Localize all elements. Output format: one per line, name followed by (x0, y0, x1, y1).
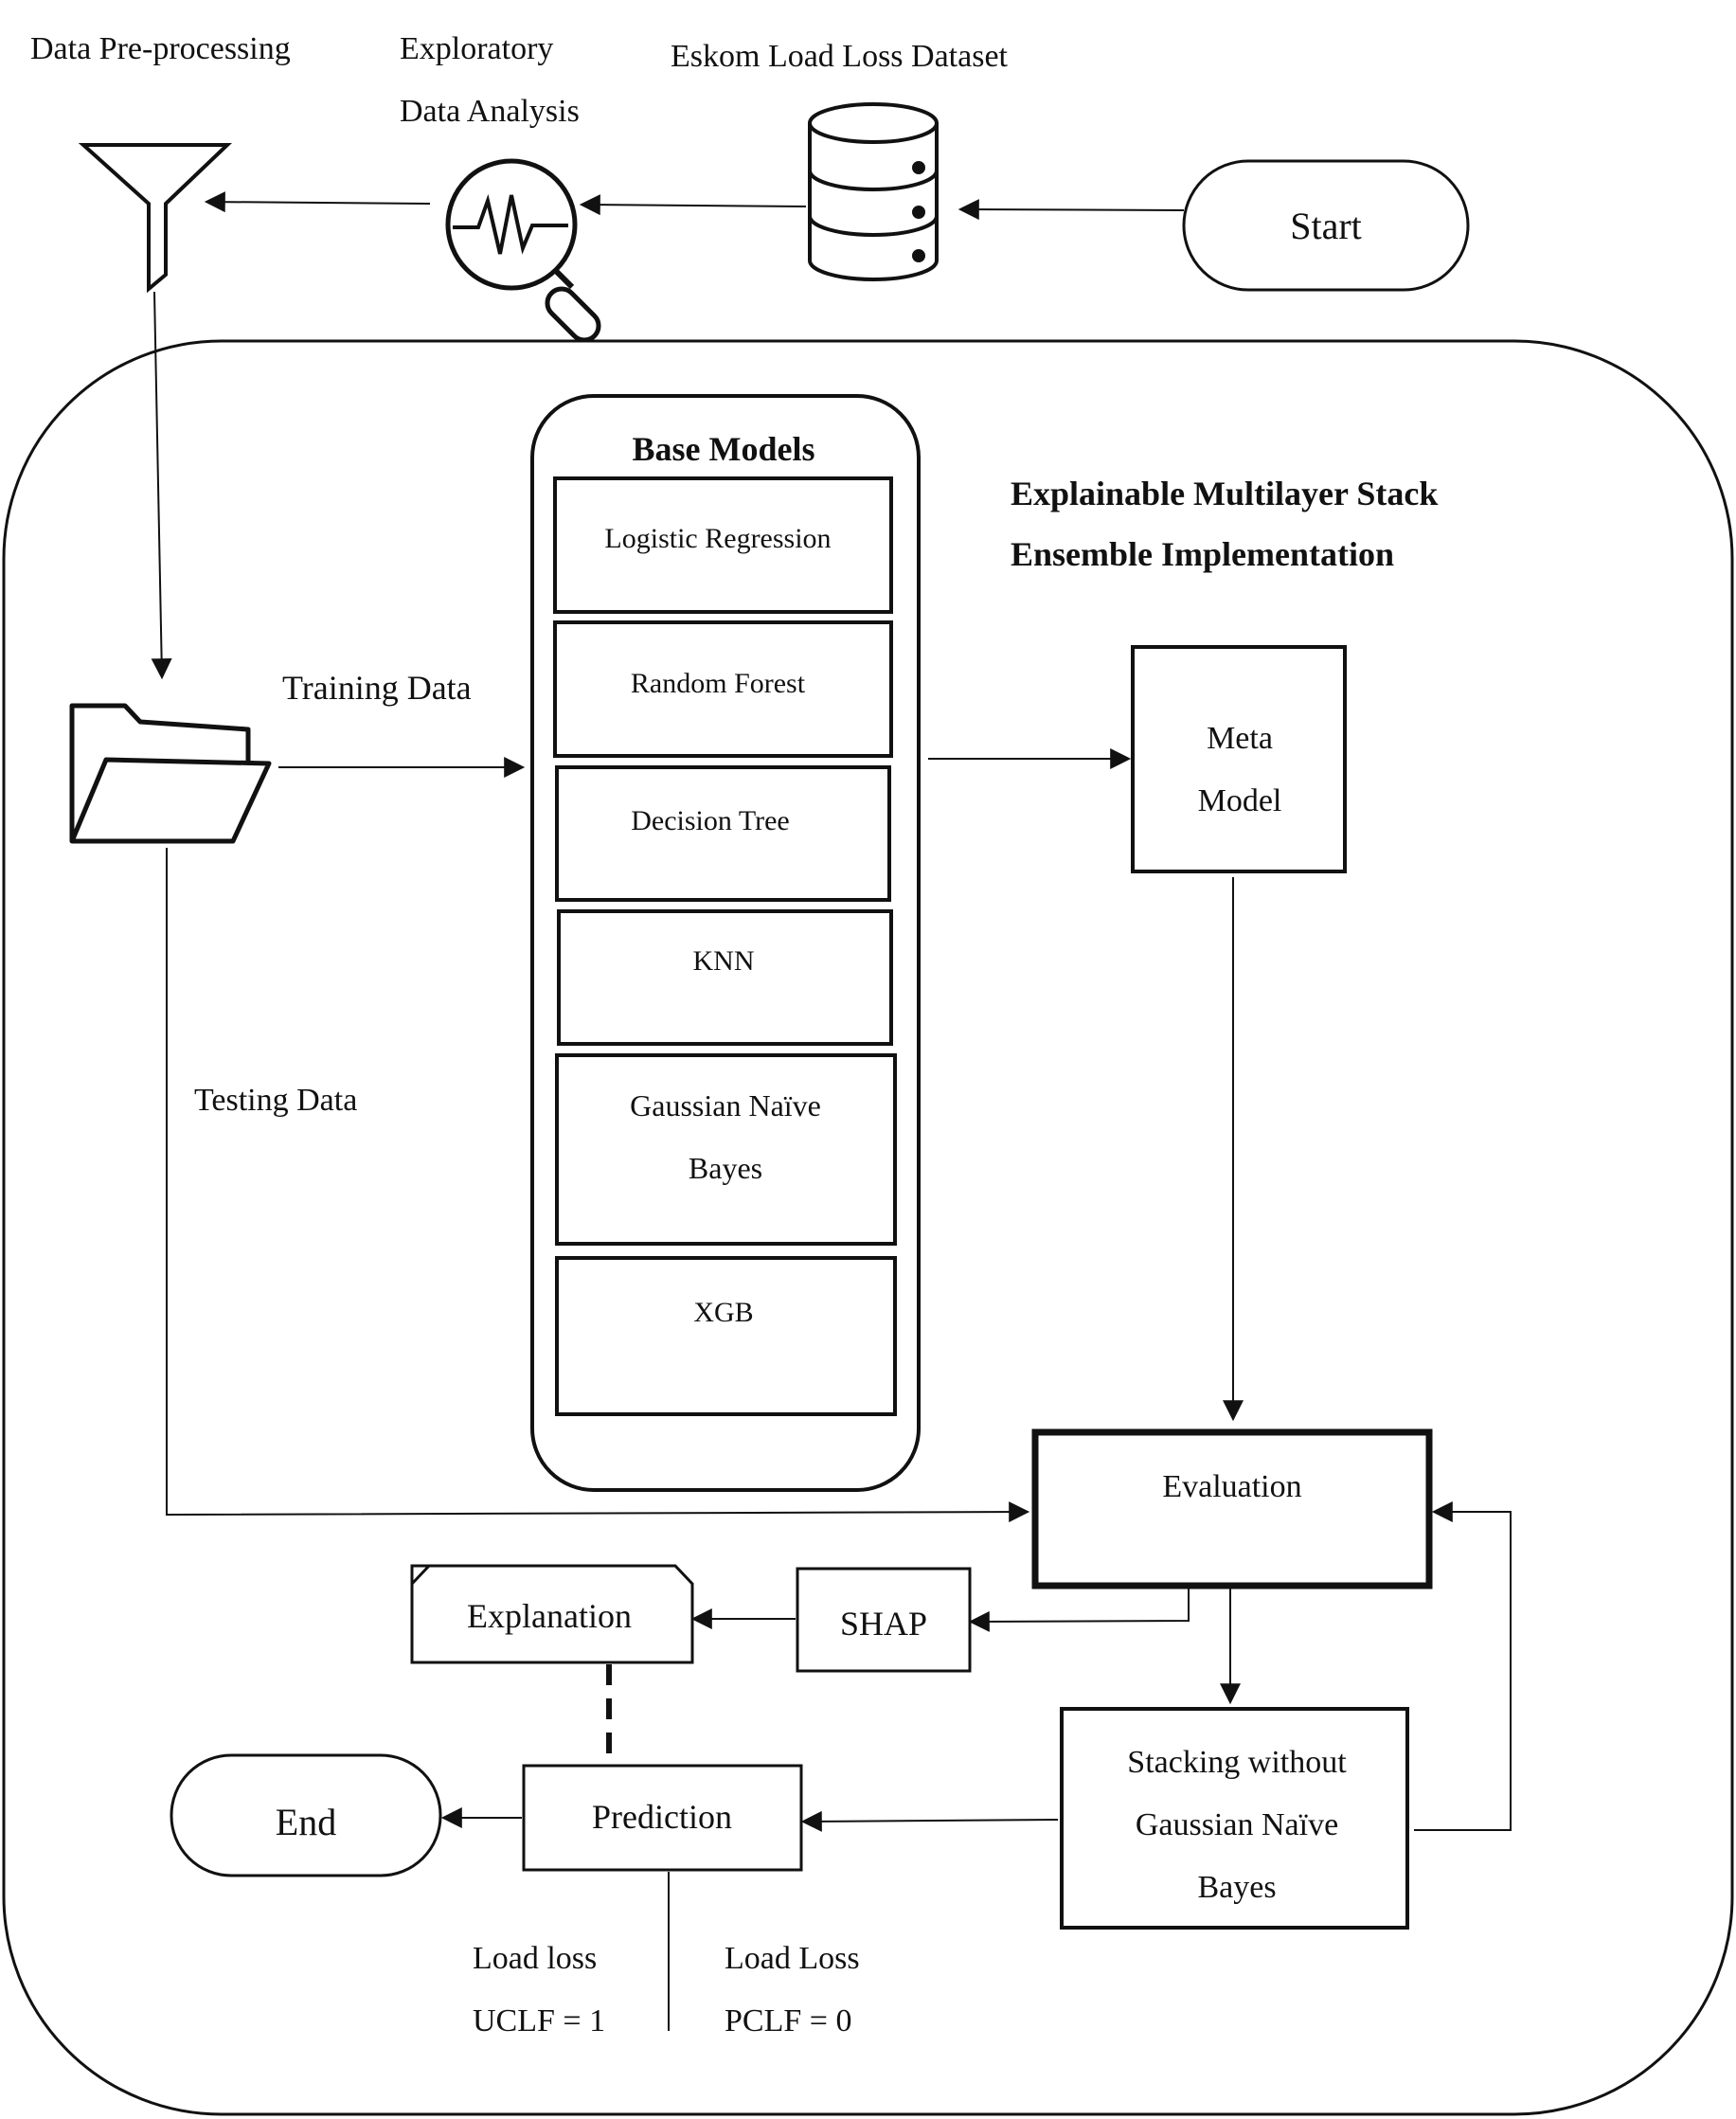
outcome-uclf-line2: UCLF = 1 (473, 2003, 605, 2038)
outcome-uclf-line1: Load loss (473, 1941, 597, 1976)
magnifier-icon (445, 158, 601, 343)
explanation-node: Explanation (410, 1564, 694, 1664)
arrow-evaluation-to-shap (968, 1589, 1190, 1632)
end-label: End (276, 1801, 336, 1843)
stacking-label-line1: Stacking without (1127, 1745, 1347, 1780)
shap-node: SHAP (796, 1567, 972, 1673)
model-knn-label: KNN (693, 945, 755, 977)
arrow-eda-to-preprocessing (204, 191, 431, 213)
arrow-start-to-dataset (957, 199, 1185, 221)
model-gaussian-naive-bayes (555, 1053, 897, 1246)
model-gnb-label-line1: Gaussian Naïve (630, 1088, 821, 1122)
model-xgb (555, 1256, 897, 1416)
stacking-label-line2: Gaussian Naïve (1136, 1807, 1338, 1842)
base-models-group: Base Models Logistic Regression Random F… (530, 394, 921, 1492)
arrow-stacking-feedback (1414, 1501, 1512, 1831)
model-random-forest (553, 620, 893, 758)
testing-data-label: Testing Data (194, 1083, 357, 1118)
eda-label-line2: Data Analysis (400, 94, 580, 129)
database-icon (808, 102, 939, 281)
meta-model-node: Meta Model (1131, 645, 1347, 873)
funnel-icon (78, 143, 232, 294)
stacking-label-line3: Bayes (1197, 1870, 1276, 1905)
arrow-preprocessing-to-folder (151, 291, 172, 680)
stacking-node: Stacking without Gaussian Naïve Bayes (1060, 1707, 1409, 1930)
prediction-label: Prediction (592, 1798, 732, 1836)
model-logistic-regression (553, 476, 893, 614)
outcome-pclf-line1: Load Loss (725, 1941, 860, 1976)
model-gnb-label-line2: Bayes (689, 1151, 762, 1185)
evaluation-node: Evaluation (1031, 1428, 1433, 1589)
arrow-stacking-to-prediction (800, 1810, 1059, 1832)
prediction-node: Prediction (522, 1764, 803, 1872)
end-node: End (170, 1753, 442, 1877)
start-node: Start (1182, 159, 1470, 292)
model-decision-tree (555, 765, 891, 902)
folder-icon (69, 703, 272, 844)
explanation-label: Explanation (467, 1597, 632, 1635)
outcome-pclf-line2: PCLF = 0 (725, 2003, 851, 2038)
base-models-title: Base Models (633, 430, 815, 468)
dataset-label: Eskom Load Loss Dataset (671, 39, 1009, 74)
ensemble-container (2, 339, 1734, 2116)
shap-label: SHAP (840, 1605, 927, 1643)
start-label: Start (1290, 205, 1362, 247)
ensemble-title-line1: Explainable Multilayer Stack (1011, 475, 1438, 512)
meta-model-label-line2: Model (1198, 783, 1282, 818)
model-knn (557, 909, 893, 1046)
arrow-dataset-to-eda (579, 194, 807, 216)
preprocessing-label: Data Pre-processing (30, 31, 291, 66)
model-xgb-label: XGB (693, 1297, 753, 1328)
eda-label-line1: Exploratory (400, 31, 553, 66)
model-logistic-regression-label: Logistic Regression (604, 523, 831, 554)
meta-model-label-line1: Meta (1207, 721, 1273, 756)
model-decision-tree-label: Decision Tree (631, 805, 790, 836)
model-random-forest-label: Random Forest (631, 668, 806, 699)
arrow-testing-to-evaluation (166, 848, 1030, 1523)
ensemble-title-line2: Ensemble Implementation (1011, 535, 1394, 573)
evaluation-label: Evaluation (1162, 1469, 1301, 1504)
training-data-label: Training Data (282, 669, 472, 707)
